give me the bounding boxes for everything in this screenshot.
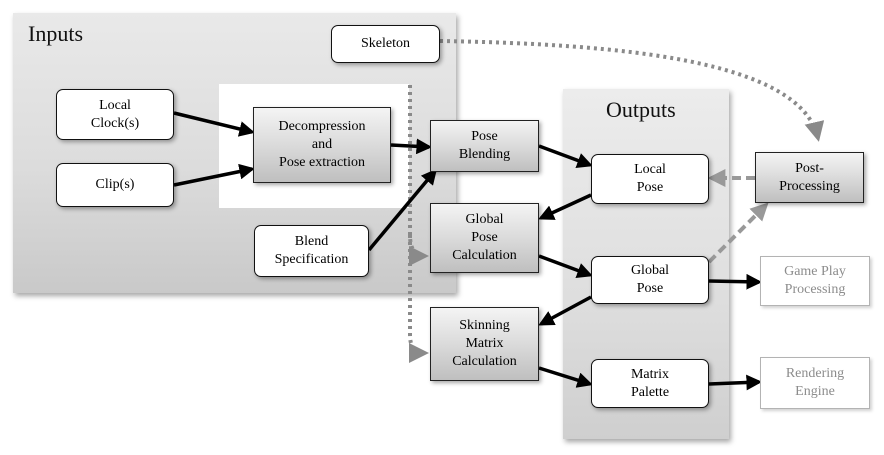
- blend-specification-node: Blend Specification: [254, 225, 369, 277]
- skeleton-to-global-pose-calc-arrow: [408, 85, 429, 266]
- blend-spec-to-pose-blending-arrow: [367, 168, 438, 252]
- game-play-processing-node: Game Play Processing: [760, 256, 870, 306]
- clips-to-decompression-arrow: [173, 163, 256, 187]
- matrix-palette-to-rendering-arrow: [708, 374, 763, 391]
- global-pose-to-post-processing-arrow: [707, 202, 769, 264]
- skeleton-to-skinning-calc-arrow: [408, 235, 429, 363]
- global-pose-to-skinning-calc-arrow: [538, 295, 592, 326]
- local-clocks-node: Local Clock(s): [56, 89, 174, 140]
- skinning-calc-to-matrix-palette-arrow: [538, 366, 594, 388]
- global-pose-calculation-node: Global Pose Calculation: [430, 203, 539, 273]
- outputs-title: Outputs: [606, 97, 676, 122]
- inputs-title: Inputs: [28, 21, 83, 46]
- rendering-engine-node: Rendering Engine: [760, 357, 870, 409]
- matrix-palette-node: Matrix Palette: [591, 359, 709, 408]
- pose-blending-node: Pose Blending: [430, 120, 539, 172]
- local-clocks-to-decompression-arrow: [173, 111, 256, 137]
- global-pose-to-game-play-arrow: [708, 273, 763, 290]
- global-pose-node: Global Pose: [591, 256, 709, 304]
- skeleton-node: Skeleton: [331, 25, 440, 63]
- global-pose-calc-to-global-pose-arrow: [538, 254, 593, 278]
- local-pose-to-global-pose-calc-arrow: [538, 193, 592, 220]
- post-processing-node: Post- Processing: [755, 152, 864, 203]
- skinning-matrix-calculation-node: Skinning Matrix Calculation: [430, 307, 539, 381]
- skeleton-to-post-processing-arrow: [439, 39, 825, 142]
- decompression-to-pose-blending-arrow: [390, 138, 433, 155]
- local-pose-node: Local Pose: [591, 154, 709, 204]
- clips-node: Clip(s): [56, 163, 174, 207]
- pose-blending-to-local-pose-arrow: [538, 144, 593, 168]
- decompression-node: Decompression and Pose extraction: [253, 107, 391, 183]
